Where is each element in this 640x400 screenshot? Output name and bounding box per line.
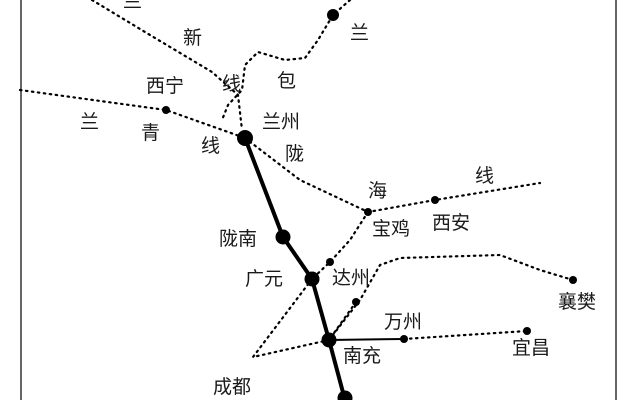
label-xian: 西安 [432, 212, 471, 234]
yiwan-line [402, 329, 529, 341]
station-xian [431, 196, 439, 204]
label-lan-lanqing: 兰 [80, 111, 100, 133]
lanxin-line [90, 0, 244, 132]
label-wanzhou: 万州 [384, 311, 423, 333]
label-longnan: 陇南 [219, 228, 258, 250]
station-dazhou [352, 298, 360, 306]
label-chengdu: 成都 [213, 376, 252, 398]
label-xian-longhai: 线 [475, 165, 495, 187]
station-top [327, 9, 339, 21]
lanqing-line [18, 88, 247, 140]
label-dazhou: 达州 [332, 267, 371, 289]
dazhou-line [327, 300, 358, 342]
label-guangyuan: 广元 [245, 268, 284, 290]
label-xin: 新 [183, 27, 203, 49]
station-xining [162, 106, 170, 114]
label-baoji: 宝鸡 [372, 218, 411, 240]
label-bao: 包 [277, 70, 297, 92]
station-lanzhou [237, 130, 253, 146]
label-nanchong: 南充 [343, 345, 382, 367]
baolan-line [220, 0, 352, 122]
baocheng-line [310, 210, 370, 281]
label-long: 陇 [285, 143, 305, 165]
label-qing: 青 [141, 122, 161, 144]
station-small [326, 258, 334, 266]
station-longnan [275, 229, 291, 245]
label-xiangfan: 襄樊 [558, 291, 597, 313]
chengdu-line [250, 277, 331, 359]
label-xian-lanxin: 线 [222, 73, 242, 95]
label-lanzhou: 兰州 [262, 111, 301, 133]
station-xiangfan [569, 276, 577, 284]
station-wanzhou [400, 335, 408, 343]
station-baoji [364, 208, 372, 216]
label-lan-top-right: 兰 [350, 22, 370, 44]
label-hai: 海 [368, 180, 388, 202]
nanchong-wanzhou-line [328, 338, 405, 341]
station-guangyuan [304, 271, 320, 287]
label-xian-lanqing: 线 [201, 135, 221, 157]
label-lan-top-left: 兰 [123, 0, 143, 12]
station-nanchong [321, 332, 337, 348]
label-xining: 西宁 [146, 75, 185, 97]
label-yichang: 宜昌 [512, 337, 551, 359]
station-bottom [337, 390, 353, 400]
station-yichang [523, 327, 531, 335]
